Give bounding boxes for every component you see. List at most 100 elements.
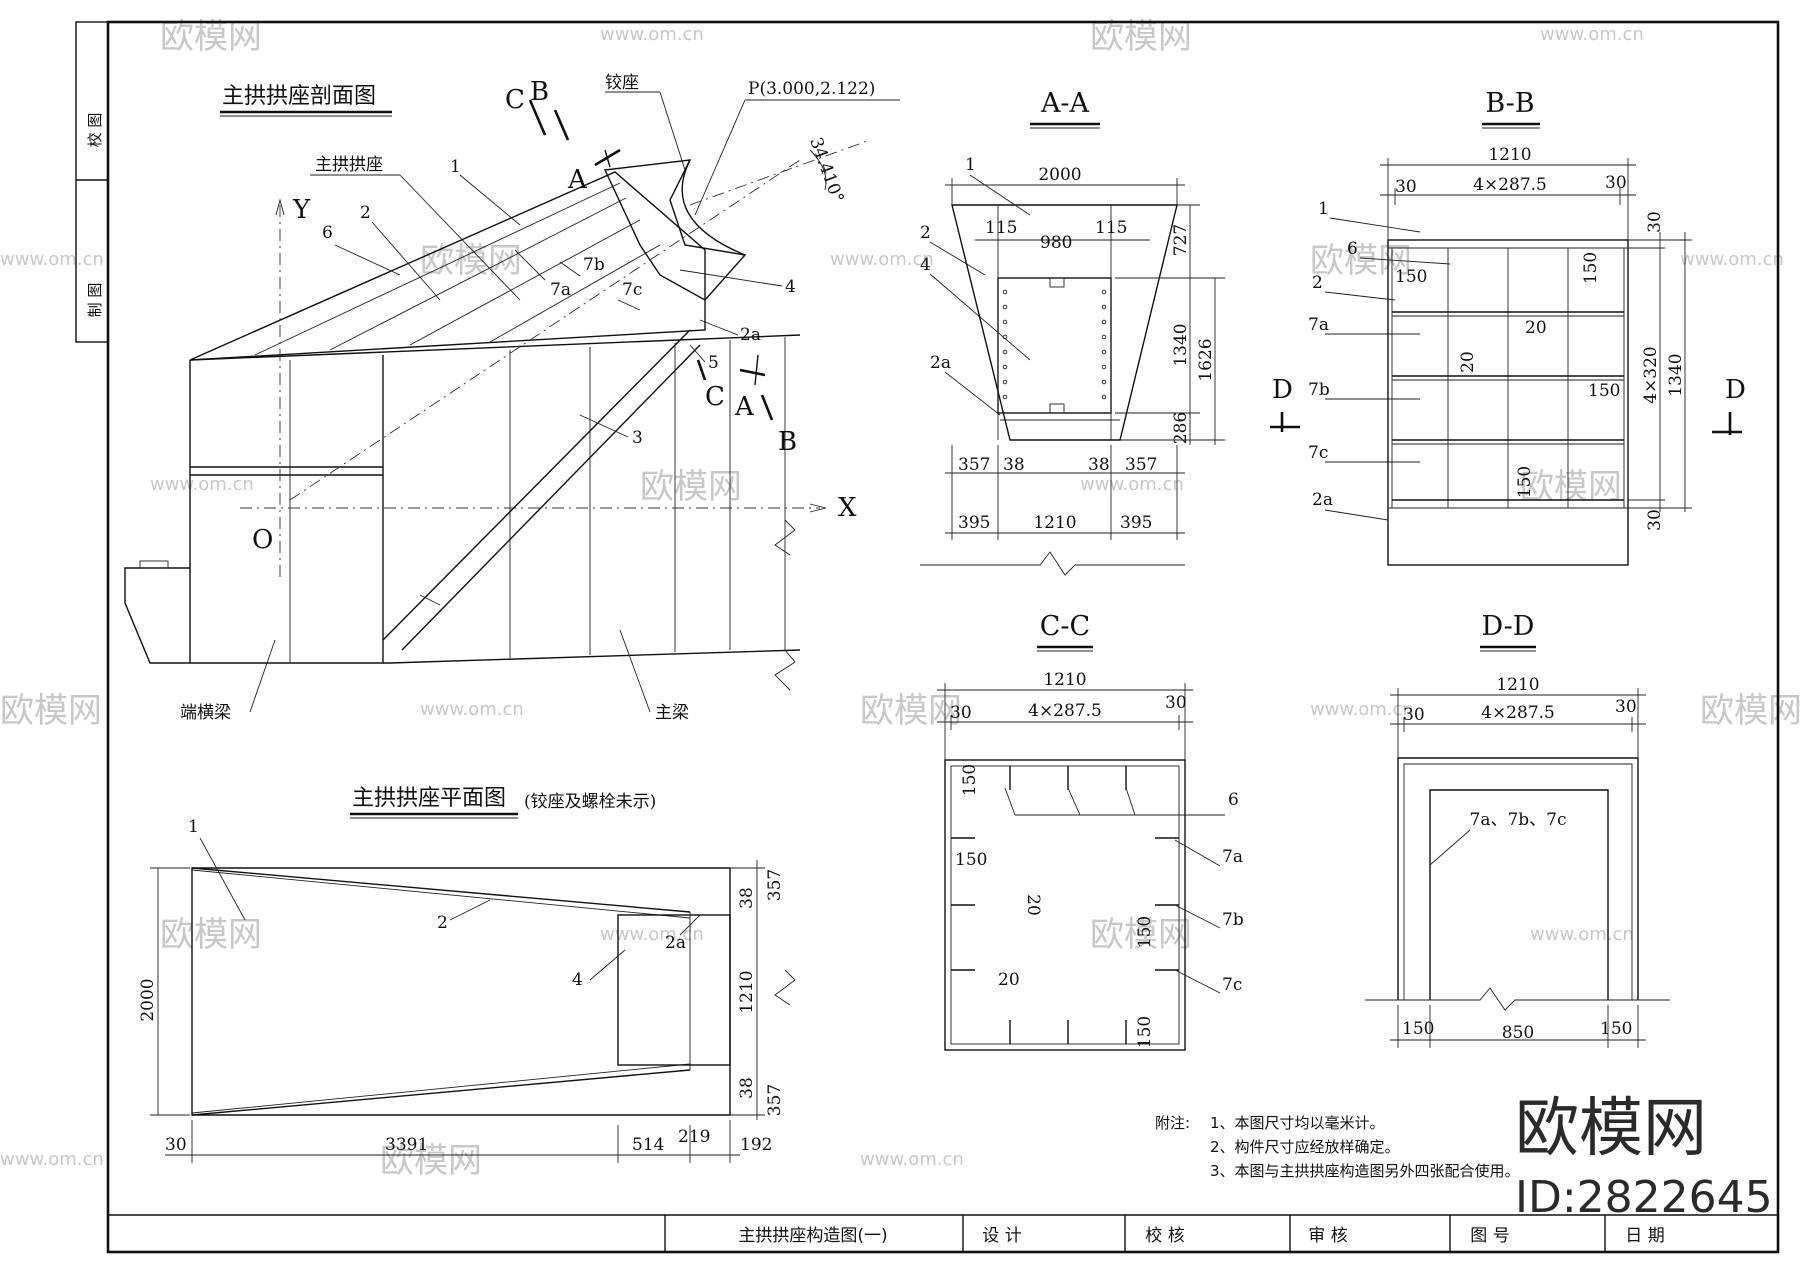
plan-part-2a-label: 2a (665, 933, 686, 953)
aa-dim-115b: 115 (1095, 218, 1127, 238)
bb-dim-h1340: 1340 (1666, 353, 1686, 396)
plan-dim-219: 219 (678, 1127, 710, 1147)
cc-dim-30b: 30 (1165, 693, 1187, 713)
aa-dim-395b: 395 (1120, 513, 1152, 533)
note-1: 1、本图尺寸均以毫米计。 (1210, 1114, 1385, 1132)
cut-a-bot-label: A (734, 392, 755, 422)
origin-label: O (252, 525, 273, 555)
aa-dim-h1626: 1626 (1196, 338, 1216, 381)
aa-part-2-label: 2 (920, 223, 931, 243)
side-check-label: 校 图 (86, 113, 104, 148)
aa-bolt-row-left (1002, 289, 1008, 400)
part-3-label: 3 (632, 428, 643, 448)
bb-dim-h30a: 30 (1645, 211, 1665, 233)
cc-dim-div: 4×287.5 (1028, 701, 1102, 721)
cc-part-7a-label: 7a (1222, 847, 1243, 867)
watermark-brand: 欧模网 (0, 691, 102, 731)
watermark-site: www.om.cn (0, 249, 104, 270)
plan-view: 主拱拱座平面图 (铰座及螺栓未示) 1 2 4 2a 2000 357 38 1… (138, 786, 796, 1163)
section-aa: A-A 1 2 4 2a 2000 115 980 115 (920, 88, 1225, 576)
plan-dim-3391: 3391 (385, 1135, 428, 1155)
dd-dim-30b: 30 (1615, 697, 1637, 717)
aa-dim-1210: 1210 (1033, 513, 1076, 533)
cc-dim-150b: 150 (955, 850, 987, 870)
plan-dim-mid-1210: 1210 (737, 970, 757, 1013)
part-5-label: 5 (708, 353, 719, 373)
dd-dim-850: 850 (1502, 1023, 1534, 1043)
aa-part-4-label: 4 (920, 255, 931, 275)
aa-dim-980: 980 (1040, 233, 1072, 253)
aa-title: A-A (1040, 88, 1090, 119)
watermark-brand: 欧模网 (1090, 17, 1192, 57)
notes-block: 附注: 1、本图尺寸均以毫米计。 2、构件尺寸应经放样确定。 3、本图与主拱拱座… (1155, 1114, 1520, 1180)
watermark-brand: 欧模网 (1700, 691, 1800, 731)
bb-cut-d-right: D (1725, 375, 1746, 405)
plan-view-title: 主拱拱座平面图 (352, 786, 506, 811)
part-2-label: 2 (360, 203, 371, 223)
watermark-layer: 欧模网 www.om.cn 欧模网 www.om.cn www.om.cn 欧模… (0, 17, 1800, 1181)
section-view: 主拱拱座剖面图 (124, 73, 900, 723)
dd-dim-150b: 150 (1600, 1019, 1632, 1039)
cc-dim-150a: 150 (960, 764, 980, 796)
cc-dim-20b: 20 (998, 970, 1020, 990)
section-bb: B-B 1 6 2 7a 7b 7c 2a D D (1270, 88, 1746, 566)
cut-c-top-label: C (505, 85, 525, 115)
part-7c-label: 7c (622, 280, 642, 300)
watermark-site: www.om.cn (1080, 474, 1184, 495)
watermark-brand: 欧模网 (160, 17, 262, 57)
bb-dim-150d: 150 (1515, 466, 1535, 498)
watermark-site: www.om.cn (1530, 924, 1634, 945)
plan-dim-bot-38: 38 (737, 1077, 757, 1099)
note-3: 3、本图与主拱拱座构造图另外四张配合使用。 (1210, 1162, 1520, 1180)
aa-dim-top: 2000 (1038, 165, 1081, 185)
bb-part-6-label: 6 (1347, 239, 1358, 259)
part-6-label: 6 (322, 223, 333, 243)
watermark-site: www.om.cn (830, 249, 934, 270)
title-block: 主拱拱座构造图(一) 设 计 校 核 审 核 图 号 日 期 (108, 1214, 1778, 1252)
side-draw-label: 制 图 (86, 283, 104, 318)
aa-dim-115a: 115 (985, 218, 1017, 238)
hinge-label: 铰座 (605, 73, 639, 93)
part-7a-label: 7a (550, 280, 571, 300)
bb-dim-150c: 150 (1588, 381, 1620, 401)
cut-a-top-label: A (567, 165, 588, 195)
bb-dim-30a: 30 (1395, 177, 1417, 197)
cut-b-bot-label: B (778, 427, 797, 457)
bb-part-7a-label: 7a (1308, 315, 1329, 335)
cc-title: C-C (1040, 611, 1090, 642)
cc-dim-150d: 150 (1135, 1016, 1155, 1048)
plan-dim-30: 30 (165, 1135, 187, 1155)
section-dd: D-D 7a、7b、7c 1210 4×287.5 30 30 150 850 … (1365, 611, 1670, 1048)
part-2a-label: 2a (740, 325, 761, 345)
aa-dim-h727: 727 (1171, 224, 1191, 256)
note-2: 2、构件尺寸应经放样确定。 (1210, 1138, 1400, 1156)
dd-stiffener-label: 7a、7b、7c (1470, 810, 1567, 830)
bb-title: B-B (1485, 88, 1534, 119)
aa-dim-38b: 38 (1088, 455, 1110, 475)
plan-dim-width: 2000 (138, 978, 158, 1021)
watermark-site: www.om.cn (600, 24, 704, 45)
aa-bolt-row-right (1101, 289, 1107, 400)
cc-dim-150c: 150 (1135, 916, 1155, 948)
title-block-check: 校 核 (1145, 1226, 1184, 1246)
bb-part-1-label: 1 (1318, 199, 1329, 219)
y-axis-label: Y (292, 195, 311, 225)
point-p-label: P(3.000,2.122) (748, 79, 875, 99)
bb-dim-30b: 30 (1605, 173, 1627, 193)
cc-dim-top: 1210 (1043, 670, 1086, 690)
bb-dim-top: 1210 (1488, 145, 1531, 165)
main-beam-label: 主梁 (655, 703, 689, 723)
section-view-title: 主拱拱座剖面图 (222, 84, 376, 109)
dd-dim-150a: 150 (1402, 1019, 1434, 1039)
watermark-brand: 欧模网 (160, 915, 262, 955)
part-1-label: 1 (450, 157, 461, 177)
plan-part-1-label: 1 (188, 817, 199, 837)
bb-dim-150a: 150 (1395, 267, 1427, 287)
plan-part-4-label: 4 (572, 970, 583, 990)
cc-part-7b-label: 7b (1222, 910, 1244, 930)
cut-c-bot-label: C (705, 382, 725, 412)
title-block-drawing-no: 图 号 (1470, 1226, 1509, 1246)
watermark-site: www.om.cn (150, 474, 254, 495)
brand-logo-text: 欧模网 (1515, 1092, 1707, 1166)
